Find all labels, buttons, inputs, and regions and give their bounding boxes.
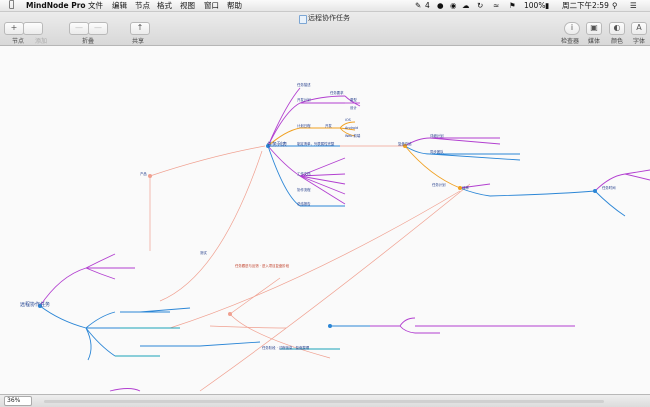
node-task-list-note[interactable]: 制定清单，列表属性完整 — [297, 142, 335, 146]
node-task-plan[interactable]: 任务计划 — [432, 183, 446, 187]
flag-icon[interactable]: ⚑ — [509, 1, 516, 10]
node-android[interactable]: Android — [345, 126, 359, 130]
status-app-icon[interactable]: ✎ — [415, 1, 422, 10]
notification-center-icon[interactable]: ☰ — [630, 1, 637, 10]
battery-icon[interactable]: ▮ — [545, 1, 550, 10]
fold-label: 折叠 — [82, 38, 95, 45]
link-line — [229, 277, 281, 315]
add-node-button[interactable]: + — [4, 22, 24, 35]
node-work-doc[interactable]: 工作文档 — [297, 172, 311, 176]
menu-app-name[interactable]: MindNode Pro — [26, 1, 86, 10]
wechat-icon[interactable]: ◉ — [450, 1, 457, 10]
media-label: 媒体 — [588, 38, 601, 45]
node-proto[interactable]: 原型 — [350, 98, 357, 102]
node-plan-sched[interactable]: 计划日程 — [297, 124, 311, 128]
color-label: 颜色 — [611, 38, 624, 45]
horizontal-scrollbar[interactable] — [44, 400, 604, 403]
node-design[interactable]: 设计 — [350, 106, 357, 110]
share-label: 共享 — [132, 38, 145, 45]
mindmap-connections — [38, 87, 650, 392]
node-center[interactable]: 复盘总结 — [398, 142, 412, 146]
spotlight-icon[interactable]: ⚲ — [612, 1, 618, 10]
menu-view[interactable]: 视图 — [180, 1, 195, 10]
node-bottom-text[interactable]: 任务阶段 · 过程信息 · 复盘整理 — [262, 346, 310, 350]
window-toolbar: 远程协作任务 + 节点 添加 — — 折叠 ↑ 共享 i ▣ ◐ A 检查器 媒… — [0, 12, 650, 46]
cross-links — [149, 145, 471, 392]
node-summary[interactable]: 总结报告 — [297, 202, 311, 206]
link-line — [209, 325, 287, 329]
node-task-list[interactable]: 任务列表 — [267, 142, 288, 148]
branch-right — [404, 137, 650, 217]
link-line — [169, 190, 461, 329]
node-review[interactable]: 评审 — [462, 186, 469, 190]
node-task-time[interactable]: 任务时间 — [602, 186, 616, 190]
wifi-icon[interactable]: ≈ — [493, 1, 500, 10]
menu-window[interactable]: 窗口 — [204, 1, 219, 10]
node-sync-team[interactable]: 同步团队 — [430, 150, 444, 154]
color-button[interactable]: ◐ — [609, 22, 625, 35]
expand-button[interactable]: — — [88, 22, 108, 35]
link-line — [199, 183, 471, 392]
node-dev-sched[interactable]: 开发计划 — [297, 98, 311, 102]
battery-percent: 100% — [524, 1, 546, 10]
node-dev[interactable]: 开发 — [325, 124, 332, 128]
link-line — [149, 145, 266, 177]
inspector-label: 检查器 — [561, 38, 580, 45]
menu-bar:  MindNode Pro 文件 编辑 节点 格式 视图 窗口 帮助 ✎ 4 … — [0, 0, 650, 12]
font-label: 字体 — [633, 38, 646, 45]
root-node[interactable]: 远程协作任务 — [20, 302, 51, 308]
inspector-button[interactable]: i — [564, 22, 580, 35]
node-collab[interactable]: 协作流程 — [297, 188, 311, 192]
chat-icon[interactable]: ● — [437, 1, 444, 10]
node-detail-plan[interactable]: 详细计划 — [430, 134, 444, 138]
add-label: 添加 — [35, 38, 48, 45]
menu-help[interactable]: 帮助 — [227, 1, 242, 10]
branch-top — [267, 87, 361, 207]
node-dots — [38, 144, 597, 328]
node-task-req[interactable]: 任务要求 — [330, 91, 344, 95]
apple-icon[interactable]:  — [9, 0, 14, 11]
document-icon — [299, 15, 307, 24]
share-button[interactable]: ↑ — [130, 22, 150, 35]
menu-format[interactable]: 格式 — [157, 1, 172, 10]
menu-file[interactable]: 文件 — [88, 1, 103, 10]
node-test[interactable]: 测试 — [200, 251, 207, 255]
zoom-select[interactable]: 36% — [4, 396, 32, 406]
add-sub-node-button[interactable] — [23, 22, 43, 35]
node-product[interactable]: 产品 — [140, 172, 147, 176]
branch-left — [39, 253, 191, 361]
add-node-label: 节点 — [12, 38, 25, 45]
branch-lower-right — [109, 317, 575, 392]
menu-node[interactable]: 节点 — [135, 1, 150, 10]
status-bar: 36% — [0, 394, 650, 407]
node-task-desc[interactable]: 任务描述 — [297, 83, 311, 87]
collapse-button[interactable]: — — [69, 22, 89, 35]
mindmap-canvas[interactable]: 远程协作任务 任务列表 任务描述 开发计划 任务要求 原型 设计 计划日程 开发… — [0, 46, 650, 394]
cloud-icon[interactable]: ☁ — [462, 1, 470, 10]
font-button[interactable]: A — [631, 22, 647, 35]
status-badge: 4 — [425, 1, 430, 10]
link-line — [229, 313, 331, 359]
clock[interactable]: 周二下午2:59 — [562, 1, 609, 10]
node-web[interactable]: Web 前端 — [345, 134, 361, 138]
node-ios[interactable]: iOS — [345, 118, 351, 122]
link-line — [159, 150, 263, 302]
menu-edit[interactable]: 编辑 — [112, 1, 127, 10]
sync-icon[interactable]: ↻ — [477, 1, 484, 10]
node-link-text[interactable]: 任务跟进与反馈 · 进入项目复盘阶段 — [235, 264, 290, 268]
window-title: 远程协作任务 — [308, 14, 350, 22]
media-button[interactable]: ▣ — [586, 22, 602, 35]
